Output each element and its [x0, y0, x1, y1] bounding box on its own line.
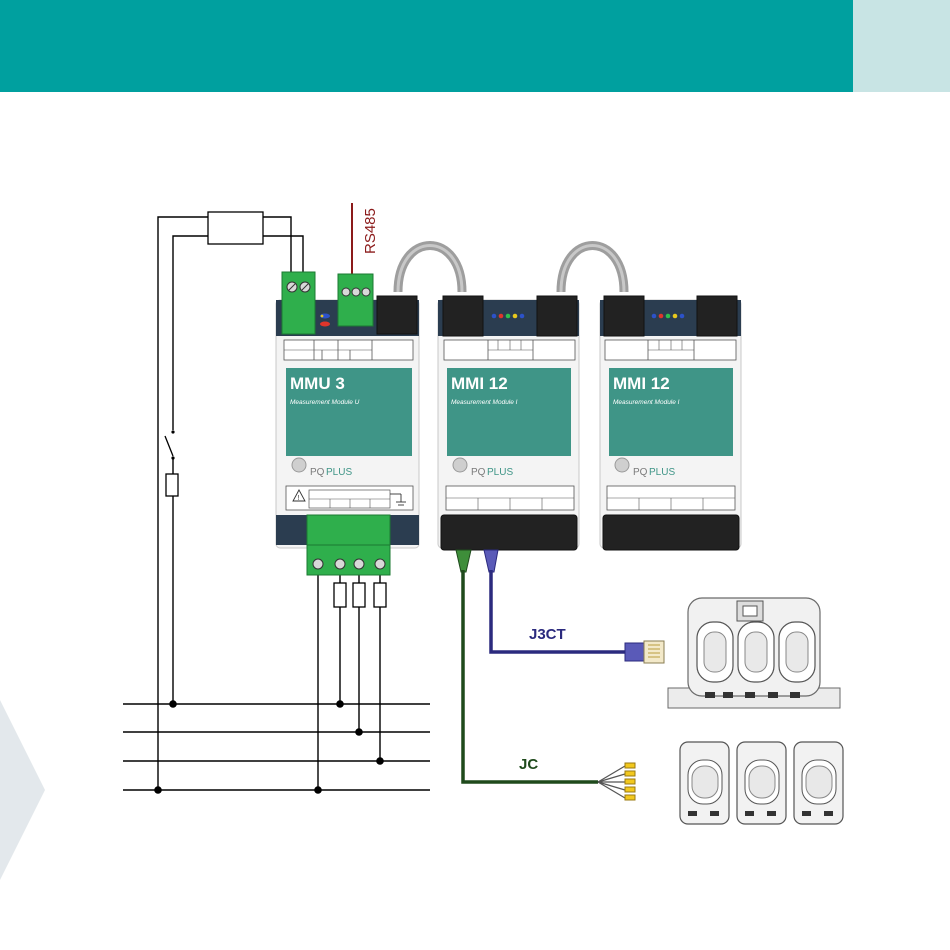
jc-fan-out-icon: [598, 766, 625, 798]
rj45-port-left: [604, 296, 644, 336]
current-input-block: [441, 515, 577, 550]
module-title: MMI 12: [451, 374, 508, 393]
jc-label: JC: [519, 756, 538, 773]
module-subtitle: Measurement Module U: [290, 399, 360, 406]
module-subtitle: Measurement Module I: [613, 399, 680, 406]
rj45-port: [377, 296, 417, 334]
module-mmi12-1: MMI 12 Measurement Module I PQ PLUS: [438, 296, 579, 550]
module-title: MMI 12: [613, 374, 670, 393]
j3ct-label: J3CT: [529, 626, 566, 643]
module-mmu3: MMU 3 Measurement Module U PQ PLUS !: [276, 272, 419, 575]
supply-fuse-icon: [166, 474, 178, 496]
background-chevron: [0, 700, 45, 880]
brand-plus: PLUS: [649, 467, 675, 478]
rj45-port-right: [537, 296, 577, 336]
brand-plus: PLUS: [326, 467, 352, 478]
ferrule-tips: [625, 763, 635, 800]
module-title: MMU 3: [290, 374, 345, 393]
module-subtitle: Measurement Module I: [451, 399, 518, 406]
j3ct-plug: [484, 550, 498, 572]
bus-cable-2: [561, 246, 624, 293]
rs485-connector: [338, 274, 373, 326]
current-input-block: [603, 515, 739, 550]
switch-contact-bottom: [171, 456, 174, 459]
led-red-icon: [320, 322, 330, 327]
voltage-fuse-l3-icon: [374, 583, 386, 607]
three-phase-ct-block: [668, 598, 840, 708]
brand-pq: PQ: [471, 467, 486, 478]
split-core-ct-1: [680, 742, 729, 824]
brand-pq: PQ: [633, 467, 648, 478]
rj45-port-right: [697, 296, 737, 336]
rj45-port-left: [443, 296, 483, 336]
rs485-label: RS485: [362, 208, 379, 254]
module-mmi12-2: MMI 12 Measurement Module I PQ PLUS: [600, 296, 741, 550]
pq-plus-logo-icon: [292, 458, 306, 472]
aux-supply-connector: [282, 272, 315, 334]
bus-cable-1: [398, 246, 462, 293]
switch-contact-top: [171, 430, 174, 433]
rj-plug-icon: [625, 641, 664, 663]
jc-cable: [463, 570, 598, 782]
brand-pq: PQ: [310, 467, 325, 478]
split-core-ct-3: [794, 742, 843, 824]
split-core-ct-2: [737, 742, 786, 824]
junction-dots: [154, 700, 384, 794]
supply-filter-box: [208, 212, 263, 244]
pq-plus-logo-icon: [453, 458, 467, 472]
svg-text:!: !: [298, 495, 300, 502]
voltage-fuse-l2-icon: [353, 583, 365, 607]
jc-plug: [456, 550, 471, 572]
brand-plus: PLUS: [487, 467, 513, 478]
switch-gap: [168, 430, 178, 458]
voltage-fuse-l1-icon: [334, 583, 346, 607]
pq-plus-logo-icon: [615, 458, 629, 472]
